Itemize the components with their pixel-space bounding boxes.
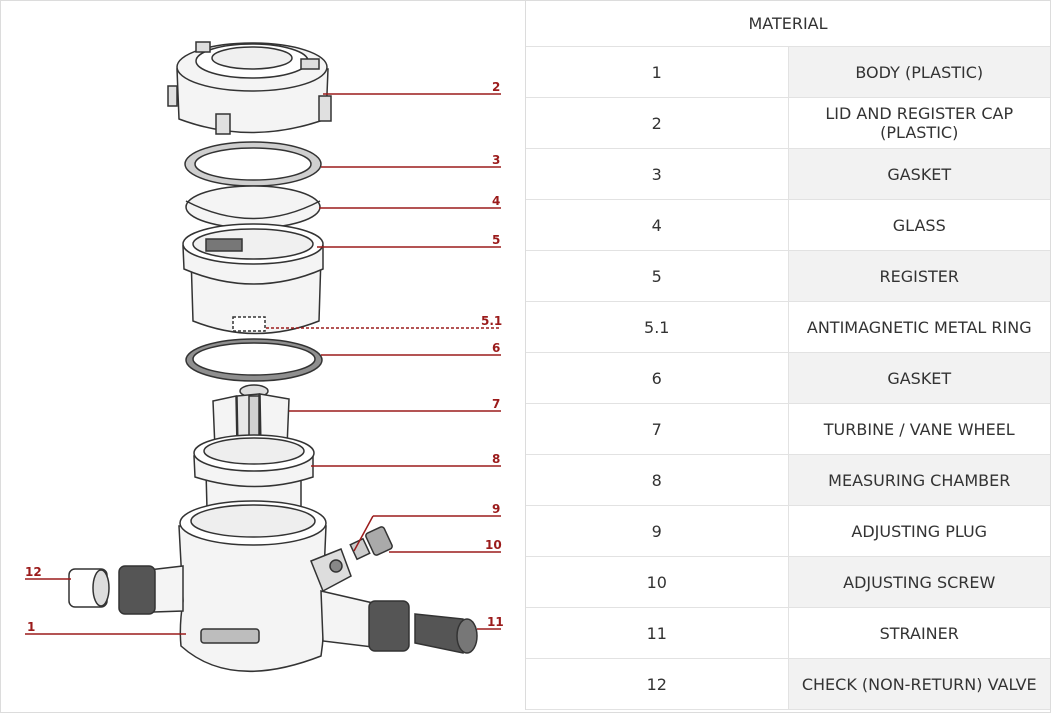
callout-5: 5: [492, 233, 500, 247]
part-number: 5: [526, 250, 789, 302]
part-number: 10: [526, 556, 789, 608]
part-name: GASKET: [788, 148, 1050, 200]
adjusting-plug-screw-part: [349, 526, 393, 561]
glass-part: [185, 185, 321, 229]
lid-part: [167, 41, 332, 135]
callout-1: 1: [27, 620, 35, 634]
table-header: MATERIAL: [526, 0, 1050, 47]
exploded-diagram: 2 3 4 5 5.1 6 7 8 9 10 12 1 11: [1, 1, 526, 710]
callout-7: 7: [492, 397, 500, 411]
gasket-upper-part: [184, 141, 322, 187]
callout-3: 3: [492, 153, 500, 167]
check-valve-part: [68, 568, 110, 608]
part-name: BODY (PLASTIC): [788, 46, 1050, 98]
water-meter-drawing: 2 3 4 5 5.1 6 7 8 9 10 12 1 11: [25, 41, 504, 673]
part-number: 12: [526, 658, 789, 710]
part-number: 8: [526, 454, 789, 506]
leader-lines: [25, 93, 501, 635]
part-number: 5.1: [526, 301, 789, 353]
register-part: [182, 223, 324, 335]
part-number: 7: [526, 403, 789, 455]
table-header-row: MATERIAL: [526, 0, 1050, 47]
strainer-part: [414, 613, 478, 654]
part-number: 11: [526, 607, 789, 659]
callout-12: 12: [25, 565, 42, 579]
part-number: 3: [526, 148, 789, 200]
callout-10: 10: [485, 538, 502, 552]
part-name: STRAINER: [788, 607, 1050, 659]
part-name: CHECK (NON-RETURN) VALVE: [788, 658, 1050, 710]
callout-6: 6: [492, 341, 500, 355]
part-number: 1: [526, 46, 789, 98]
callout-5-1: 5.1: [481, 314, 502, 328]
part-name: LID AND REGISTER CAP (PLASTIC): [788, 97, 1050, 149]
part-name: ADJUSTING PLUG: [788, 505, 1050, 557]
part-name: ANTIMAGNETIC METAL RING: [788, 301, 1050, 353]
part-name: GASKET: [788, 352, 1050, 404]
gasket-lower-part: [185, 338, 323, 382]
callout-8: 8: [492, 452, 500, 466]
part-name: ADJUSTING SCREW: [788, 556, 1050, 608]
part-name: TURBINE / VANE WHEEL: [788, 403, 1050, 455]
part-number: 4: [526, 199, 789, 251]
callout-labels: 2 3 4 5 5.1 6 7 8 9 10 12 1 11: [25, 80, 504, 634]
part-name: REGISTER: [788, 250, 1050, 302]
callout-4: 4: [492, 194, 500, 208]
part-number: 6: [526, 352, 789, 404]
callout-9: 9: [492, 502, 500, 516]
body-part: [118, 500, 410, 673]
part-name: MEASURING CHAMBER: [788, 454, 1050, 506]
part-number: 9: [526, 505, 789, 557]
callout-2: 2: [492, 80, 500, 94]
part-number: 2: [526, 97, 789, 149]
callout-11: 11: [487, 615, 504, 629]
part-name: GLASS: [788, 199, 1050, 251]
